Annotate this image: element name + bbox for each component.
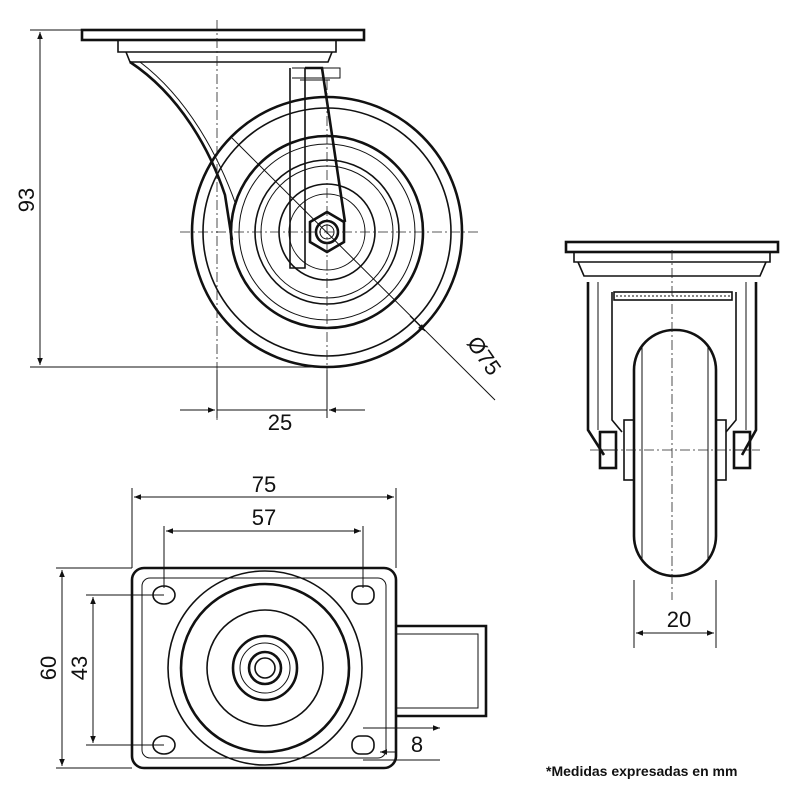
- dimension-height: 93: [14, 188, 39, 212]
- dimension-plate-depth: 60: [36, 656, 61, 680]
- top-plate: [130, 566, 398, 770]
- mounting-hole: [351, 585, 375, 605]
- dimension-diameter: Ø75: [462, 331, 506, 379]
- dimension-plate-width: 75: [252, 472, 276, 497]
- swivel-bearing: [167, 570, 363, 766]
- dimension-hole-diameter: 8: [411, 732, 423, 757]
- mounting-hole: [351, 735, 375, 755]
- diameter-leader: [231, 137, 496, 401]
- top-fork-outline: [396, 624, 488, 718]
- side-top-plate: [80, 28, 366, 42]
- side-fork: [129, 60, 234, 241]
- front-view: 20: [564, 240, 780, 648]
- dimension-hole-spacing-y: 43: [67, 656, 92, 680]
- side-view: 93 Ø75 25: [14, 20, 506, 435]
- units-note: *Medidas expresadas en mm: [546, 763, 738, 779]
- kingpin-hub: [231, 634, 299, 702]
- dimension-hole-spacing-x: 57: [252, 505, 276, 530]
- front-wheel: [632, 328, 718, 578]
- dimension-wheel-width: 20: [667, 607, 691, 632]
- dimension-offset: 25: [268, 410, 292, 435]
- top-view: 75 57 60 43 8: [36, 472, 488, 770]
